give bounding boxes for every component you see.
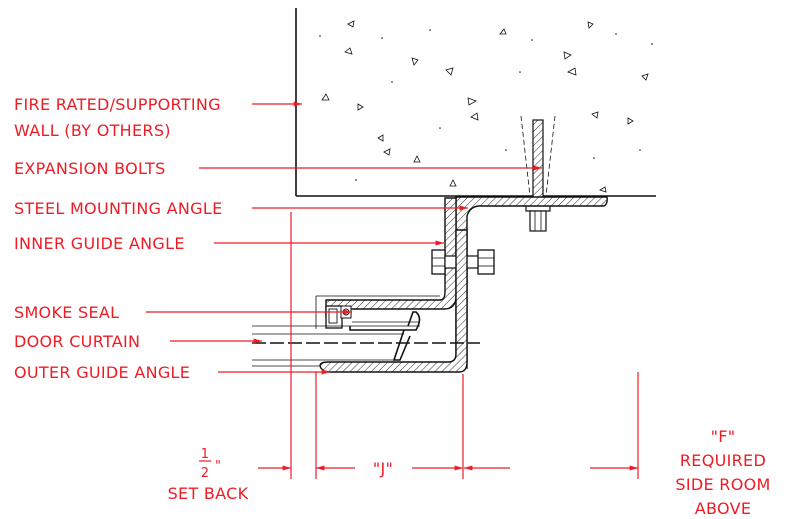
j-dimension-label: "J" [373,459,393,478]
smoke-seal [325,305,352,329]
f-label: "F" [711,427,736,446]
wall-label-line2: WALL (BY OTHERS) [14,121,171,140]
setback-inch-mark: " [215,459,221,474]
f-above-label: ABOVE [695,499,752,518]
concrete-dots [319,29,653,181]
expansion-bolts-label: EXPANSION BOLTS [14,159,166,178]
setback-label: SET BACK [168,484,249,503]
inner-guide-angle-label: INNER GUIDE ANGLE [14,234,185,253]
door-curtain [252,311,480,367]
door-curtain-label: DOOR CURTAIN [14,332,140,351]
leader-lines [146,101,542,375]
setback-denominator: 2 [201,466,210,481]
steel-mounting-angle-label: STEEL MOUNTING ANGLE [14,199,223,218]
concrete-aggregate [321,20,649,193]
f-dimension-label: "F" REQUIRED SIDE ROOM ABOVE [675,427,770,518]
setback-dimension: 1 2 " SET BACK [168,447,249,503]
outer-guide-angle-label: OUTER GUIDE ANGLE [14,363,190,382]
f-required-label: REQUIRED [680,451,766,470]
wall-label-line1: FIRE RATED/SUPPORTING [14,95,221,114]
concrete-wall [295,8,656,197]
f-side-room-label: SIDE ROOM [675,475,770,494]
steel-mounting-angle [455,196,608,369]
smoke-seal-label: SMOKE SEAL [14,303,119,322]
dimension-lines [258,212,639,479]
setback-numerator: 1 [201,447,210,462]
guide-bolt [431,249,495,275]
